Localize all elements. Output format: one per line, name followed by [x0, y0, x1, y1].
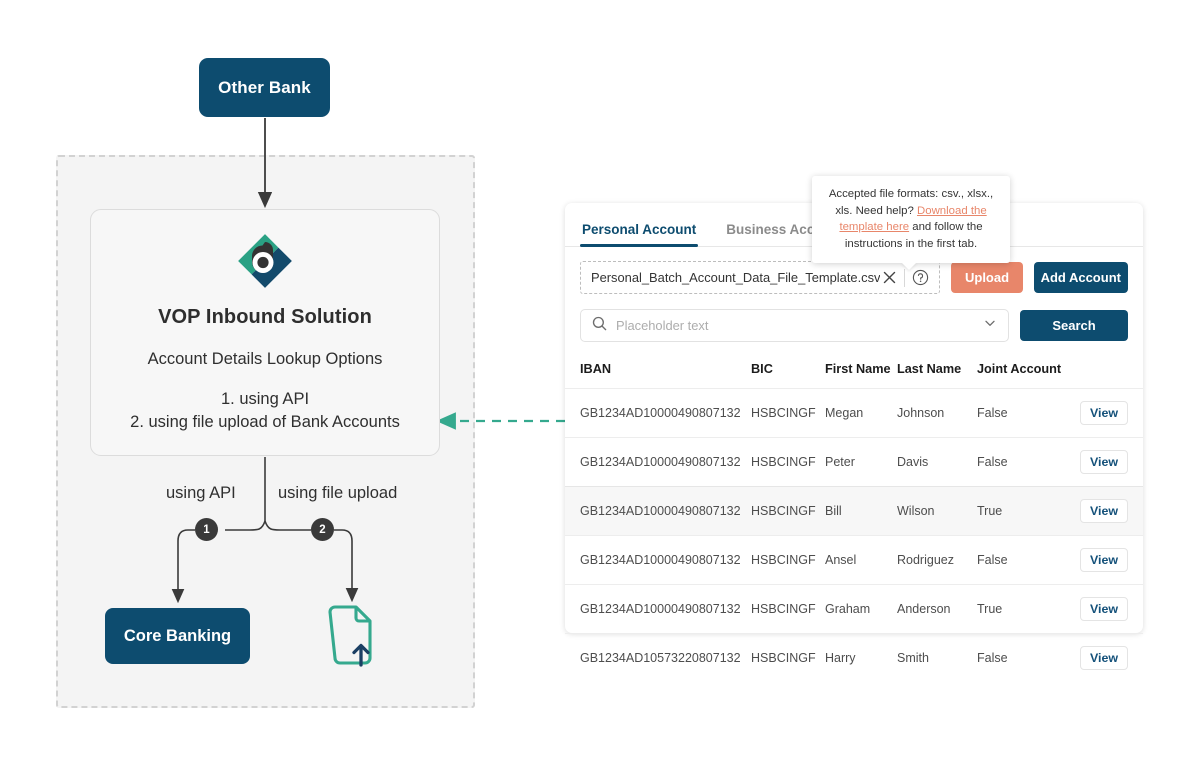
tooltip-line-1: Accepted file formats: csv., xlsx., xls. [828, 188, 994, 217]
search-row: Placeholder text Search [565, 294, 1143, 342]
accounts-table: IBAN BIC First Name Last Name Joint Acco… [565, 356, 1143, 682]
search-icon [592, 316, 607, 336]
cell-first-name: Harry [825, 633, 897, 682]
vop-subtitle: Account Details Lookup Options [147, 350, 383, 368]
view-button[interactable]: View [1079, 597, 1128, 621]
vop-title: VOP Inbound Solution [158, 306, 372, 328]
accounts-table-head: IBAN BIC First Name Last Name Joint Acco… [565, 356, 1143, 389]
cell-iban: GB1234AD10000490807132 [565, 535, 751, 585]
cell-last-name: Anderson [897, 584, 977, 634]
cell-bic: HSBCINGF [751, 486, 825, 536]
column-header-actions [1077, 356, 1143, 389]
cell-last-name: Johnson [897, 388, 977, 438]
cell-bic: HSBCINGF [751, 437, 825, 487]
cell-bic: HSBCINGF [751, 388, 825, 438]
selected-file-name: Personal_Batch_Account_Data_File_Templat… [591, 270, 881, 285]
vop-option-2: 2. using file upload of Bank Accounts [130, 413, 400, 431]
branch-badge-2: 2 [311, 518, 334, 541]
node-core-banking: Core Banking [105, 608, 250, 664]
cell-last-name: Smith [897, 633, 977, 682]
cell-first-name: Ansel [825, 535, 897, 585]
cell-first-name: Megan [825, 388, 897, 438]
node-other-bank: Other Bank [199, 58, 330, 117]
cell-actions: View [1077, 633, 1143, 682]
cell-last-name: Rodriguez [897, 535, 977, 585]
cell-joint-account: False [977, 535, 1077, 585]
node-vop-inbound-solution: VOP Inbound Solution Account Details Loo… [90, 209, 440, 456]
table-header-row: IBAN BIC First Name Last Name Joint Acco… [565, 356, 1143, 389]
cell-first-name: Peter [825, 437, 897, 487]
cell-first-name: Graham [825, 584, 897, 634]
question-circle-icon[interactable] [912, 269, 929, 286]
download-template-link[interactable]: Download the template here [839, 204, 987, 234]
cell-joint-account: False [977, 388, 1077, 438]
branch-badge-1: 1 [195, 518, 218, 541]
add-account-button[interactable]: Add Account [1033, 262, 1128, 293]
column-header-last-name: Last Name [897, 362, 962, 376]
core-banking-label: Core Banking [123, 626, 232, 645]
cell-actions: View [1077, 486, 1143, 536]
vop-options: 1. using API 2. using file upload of Ban… [130, 388, 400, 434]
upload-button[interactable]: Upload [951, 262, 1023, 293]
view-button[interactable]: View [1079, 450, 1128, 474]
b-diamond-logo-icon [236, 232, 294, 290]
cell-joint-account: True [977, 584, 1077, 634]
file-upload-row: Personal_Batch_Account_Data_File_Templat… [565, 247, 1143, 294]
column-header-iban: IBAN [580, 362, 612, 376]
cell-iban: GB1234AD10000490807132 [565, 437, 751, 487]
other-bank-label: Other Bank [218, 77, 311, 97]
accounts-panel: Personal Account Business Account Person… [565, 203, 1143, 682]
view-button[interactable]: View [1079, 499, 1128, 523]
tooltip-line-2-prefix: Need help? [855, 204, 918, 217]
cell-actions: View [1077, 437, 1143, 487]
tooltip-line-2-suffix: and follow the instructions in the first… [844, 221, 983, 250]
view-button[interactable]: View [1079, 646, 1128, 670]
cell-last-name: Wilson [897, 486, 977, 536]
cell-bic: HSBCINGF [751, 535, 825, 585]
cell-iban: GB1234AD10000490807132 [565, 486, 751, 536]
search-placeholder: Placeholder text [616, 318, 709, 333]
cell-joint-account: True [977, 486, 1077, 536]
cell-actions: View [1077, 584, 1143, 634]
search-button[interactable]: Search [1020, 310, 1128, 341]
file-input[interactable]: Personal_Batch_Account_Data_File_Templat… [580, 261, 941, 294]
cell-actions: View [1077, 535, 1143, 585]
cell-iban: GB1234AD10000490807132 [565, 584, 751, 634]
file-format-tooltip: Accepted file formats: csv., xlsx., xls.… [812, 176, 1010, 263]
view-button[interactable]: View [1079, 401, 1128, 425]
cell-iban: GB1234AD10000490807132 [565, 388, 751, 438]
cell-joint-account: False [977, 633, 1077, 682]
cell-last-name: Davis [897, 437, 977, 487]
vop-option-1: 1. using API [220, 390, 310, 408]
cell-bic: HSBCINGF [751, 633, 825, 682]
tab-personal-account[interactable]: Personal Account [580, 222, 699, 247]
branch-label-api: using API [166, 484, 236, 502]
view-button[interactable]: View [1079, 548, 1128, 572]
input-divider [904, 268, 906, 287]
cell-iban: GB1234AD10573220807132 [565, 633, 751, 682]
file-upload-icon [322, 605, 382, 667]
cell-joint-account: False [977, 437, 1077, 487]
column-header-joint-account: Joint Account [977, 362, 1062, 376]
search-input[interactable]: Placeholder text [580, 309, 1009, 342]
cell-bic: HSBCINGF [751, 584, 825, 634]
cell-actions: View [1077, 388, 1143, 438]
cell-first-name: Bill [825, 486, 897, 536]
chevron-down-icon[interactable] [983, 316, 997, 335]
column-header-first-name: First Name [825, 362, 891, 376]
close-icon[interactable] [880, 269, 898, 287]
branch-label-file-upload: using file upload [278, 484, 398, 502]
column-header-bic: BIC [751, 362, 773, 376]
